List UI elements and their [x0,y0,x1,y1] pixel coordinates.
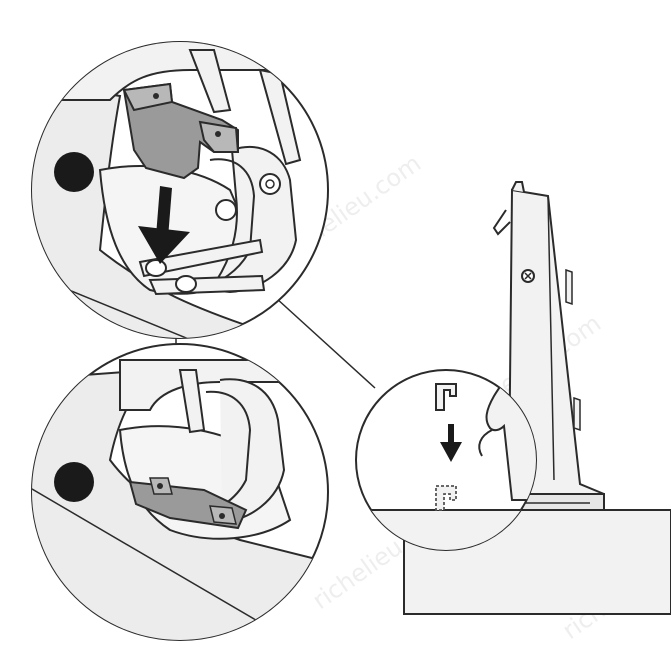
hinge-cover-clip [122,82,240,180]
down-arrow-icon [440,424,462,462]
down-arrow-icon [138,186,190,264]
step-marker-2 [54,462,94,502]
hinge-cover-clip-installed [128,477,248,530]
detail-callout-small [355,369,537,551]
detail-callout-step-2 [31,343,329,641]
step-marker-1 [54,152,94,192]
clip-upper-outline [435,383,457,411]
clip-lower-outline [435,485,457,511]
detail-callout-step-1 [31,41,329,339]
